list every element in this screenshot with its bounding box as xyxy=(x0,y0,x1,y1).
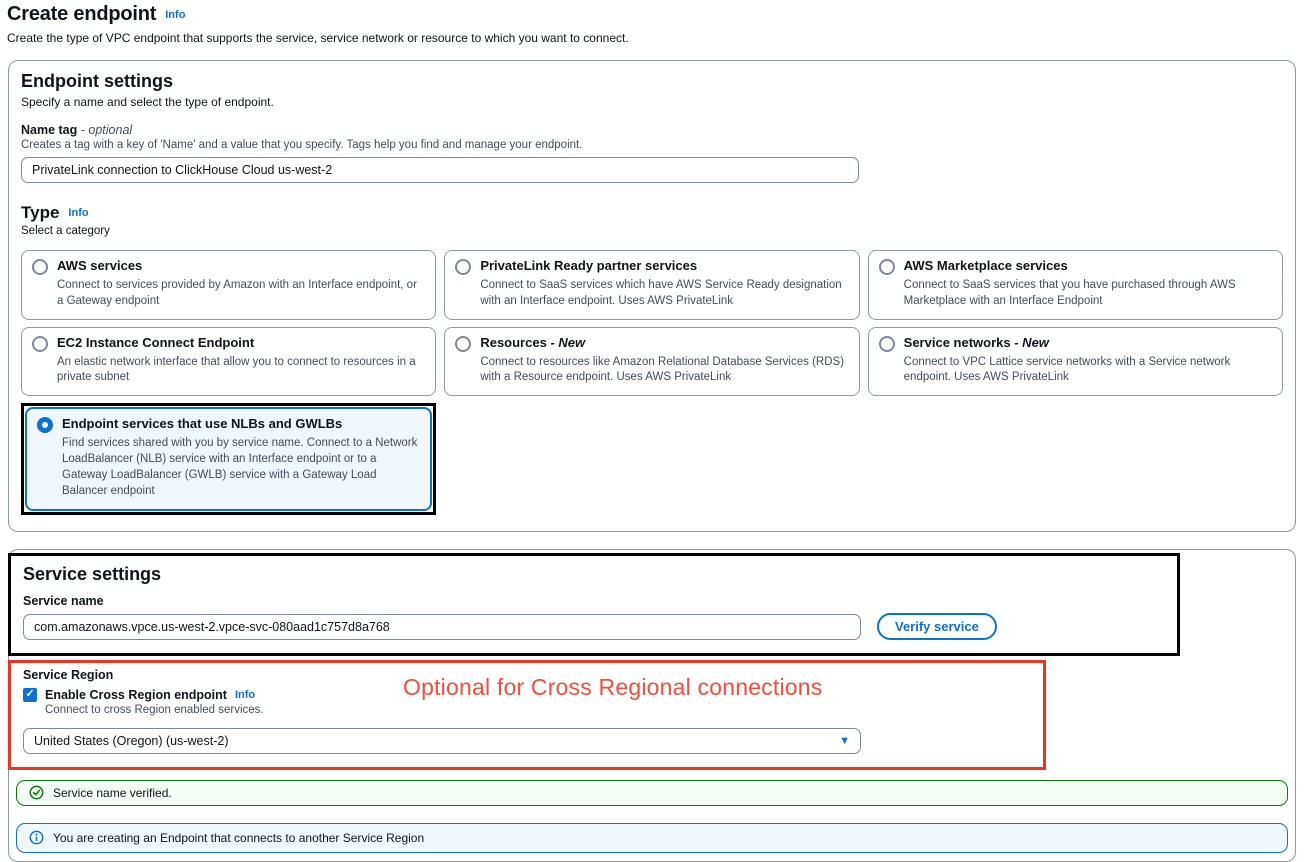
annotation-text-cross-regional: Optional for Cross Regional connections xyxy=(403,673,823,700)
option-title: EC2 Instance Connect Endpoint xyxy=(57,334,255,350)
service-name-label: Service name xyxy=(23,593,104,608)
type-label: Type xyxy=(21,203,60,222)
info-icon xyxy=(29,830,44,845)
service-settings-title: Service settings xyxy=(23,563,162,584)
radio-checked-icon[interactable] xyxy=(37,417,53,434)
cross-region-info-link[interactable]: Info xyxy=(234,688,256,701)
option-description: Connect to SaaS services which have AWS … xyxy=(480,278,842,307)
annotation-highlight-selected-option: Endpoint services that use NLBs and GWLB… xyxy=(21,403,437,515)
option-title: AWS Marketplace services xyxy=(903,258,1068,273)
type-option-endpoint-services-nlb-gwlb[interactable]: Endpoint services that use NLBs and GWLB… xyxy=(25,407,433,511)
radio-icon[interactable] xyxy=(32,335,48,352)
option-title: PrivateLink Ready partner services xyxy=(480,258,698,273)
option-description: Find services shared with you by service… xyxy=(62,437,418,497)
cross-region-checkbox-label: Enable Cross Region endpoint xyxy=(45,687,227,702)
name-tag-label: Name tag - optional xyxy=(21,123,133,137)
name-tag-input[interactable] xyxy=(21,157,859,183)
service-verified-banner: Service name verified. xyxy=(16,779,1288,806)
type-option-privatelink-partner-services[interactable]: PrivateLink Ready partner services Conne… xyxy=(444,250,860,320)
type-option-ec2-instance-connect[interactable]: EC2 Instance Connect Endpoint An elastic… xyxy=(21,326,437,397)
type-options-grid: AWS services Connect to services provide… xyxy=(21,250,1283,515)
page-title: Create endpoint xyxy=(7,3,157,25)
service-settings-card: Service settings Service name Verify ser… xyxy=(8,548,1296,862)
radio-icon[interactable] xyxy=(878,335,895,352)
endpoint-settings-title: Endpoint settings xyxy=(21,71,173,91)
type-sublabel: Select a category xyxy=(21,225,110,237)
type-option-aws-services[interactable]: AWS services Connect to services provide… xyxy=(21,250,437,320)
option-description: An elastic network interface that allow … xyxy=(57,355,416,384)
service-region-label: Service Region xyxy=(23,667,114,682)
service-name-input[interactable] xyxy=(23,613,861,640)
page-header: Create endpoint Info Create the type of … xyxy=(0,0,1304,45)
endpoint-settings-card: Endpoint settings Specify a name and sel… xyxy=(8,60,1296,532)
type-info-link[interactable]: Info xyxy=(68,207,89,219)
option-title: Endpoint services that use NLBs and GWLB… xyxy=(62,416,343,432)
name-tag-optional-label: - optional xyxy=(80,123,133,137)
annotation-highlight-service-name: Service settings Service name Verify ser… xyxy=(8,552,1180,656)
success-check-icon xyxy=(29,785,44,800)
option-description: Connect to VPC Lattice service networks … xyxy=(903,355,1231,384)
type-option-aws-marketplace-services[interactable]: AWS Marketplace services Connect to SaaS… xyxy=(867,250,1283,320)
radio-icon[interactable] xyxy=(455,335,472,352)
radio-icon[interactable] xyxy=(32,259,48,275)
option-description: Connect to services provided by Amazon w… xyxy=(57,278,417,307)
annotation-highlight-service-region: Service Region ✓ Enable Cross Region end… xyxy=(8,659,1046,770)
cross-region-info-banner: You are creating an Endpoint that connec… xyxy=(16,822,1288,853)
type-option-resources[interactable]: Resources - New Connect to resources lik… xyxy=(444,326,860,397)
option-title: Resources - New xyxy=(480,334,586,350)
type-option-service-networks[interactable]: Service networks - New Connect to VPC La… xyxy=(867,326,1283,397)
region-select[interactable]: United States (Oregon) (us-west-2) ▼ xyxy=(23,727,861,754)
page-description: Create the type of VPC endpoint that sup… xyxy=(7,31,629,45)
option-description: Connect to SaaS services that you have p… xyxy=(903,278,1236,307)
option-description: Connect to resources like Amazon Relatio… xyxy=(480,355,845,384)
option-new-badge: - New xyxy=(1014,334,1049,350)
page-info-link[interactable]: Info xyxy=(165,8,186,21)
region-select-value: United States (Oregon) (us-west-2) xyxy=(34,733,229,748)
cross-region-info-text: You are creating an Endpoint that connec… xyxy=(53,830,425,845)
cross-region-checkbox[interactable]: ✓ xyxy=(23,687,37,702)
cross-region-help: Connect to cross Region enabled services… xyxy=(45,703,264,716)
option-new-badge: - New xyxy=(550,334,586,350)
verify-service-button[interactable]: Verify service xyxy=(877,612,997,640)
chevron-down-icon: ▼ xyxy=(839,734,850,747)
service-verified-text: Service name verified. xyxy=(53,785,172,800)
radio-icon[interactable] xyxy=(455,259,472,275)
option-title: AWS services xyxy=(57,258,143,273)
option-title: Service networks - New xyxy=(903,334,1049,350)
name-tag-help: Creates a tag with a key of 'Name' and a… xyxy=(21,139,583,151)
endpoint-settings-description: Specify a name and select the type of en… xyxy=(21,95,274,109)
radio-icon[interactable] xyxy=(878,259,895,275)
